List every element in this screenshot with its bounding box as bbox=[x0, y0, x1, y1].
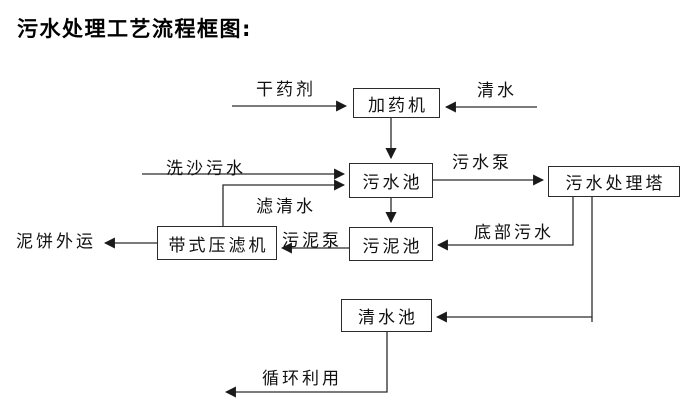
arrow-clean-pool-to-recycle bbox=[224, 332, 388, 398]
label-dry-agent: 干药剂 bbox=[256, 80, 316, 100]
arrow-bottom-sewage-to-sludge-pool bbox=[436, 197, 574, 251]
box-sewage-treatment-tower-label: 污水处理塔 bbox=[565, 174, 666, 194]
box-sewage-treatment-tower: 污水处理塔 bbox=[548, 166, 680, 197]
arrow-filtered-water-to-sewage-pool bbox=[222, 179, 346, 226]
box-sludge-pool: 污泥池 bbox=[349, 227, 433, 261]
arrow-tower-to-clean-pool bbox=[435, 197, 593, 323]
diagram-title: 污水处理工艺流程框图: bbox=[17, 17, 252, 41]
label-sand-washing-sewage: 洗沙污水 bbox=[166, 159, 246, 179]
label-sludge-pump: 污泥泵 bbox=[282, 231, 342, 251]
box-belt-filter-press-label: 带式压滤机 bbox=[168, 235, 269, 256]
box-dosing-machine: 加药机 bbox=[353, 88, 440, 118]
label-bottom-sewage: 底部污水 bbox=[474, 223, 554, 243]
label-clean-water: 清水 bbox=[477, 81, 517, 101]
box-sludge-pool-label: 污泥池 bbox=[362, 236, 423, 257]
box-sewage-pool: 污水池 bbox=[349, 163, 433, 198]
box-dosing-machine-label: 加药机 bbox=[368, 95, 428, 116]
label-sewage-pump: 污水泵 bbox=[452, 153, 512, 173]
box-clean-water-pool-label: 清水池 bbox=[358, 308, 418, 328]
box-belt-filter-press: 带式压滤机 bbox=[157, 226, 277, 260]
label-filtered-water: 滤清水 bbox=[256, 197, 316, 217]
label-recycle-use: 循环利用 bbox=[262, 369, 342, 389]
box-clean-water-pool: 清水池 bbox=[341, 299, 432, 332]
label-mud-cake-out: 泥饼外运 bbox=[16, 232, 96, 252]
box-sewage-pool-label: 污水池 bbox=[362, 173, 423, 193]
